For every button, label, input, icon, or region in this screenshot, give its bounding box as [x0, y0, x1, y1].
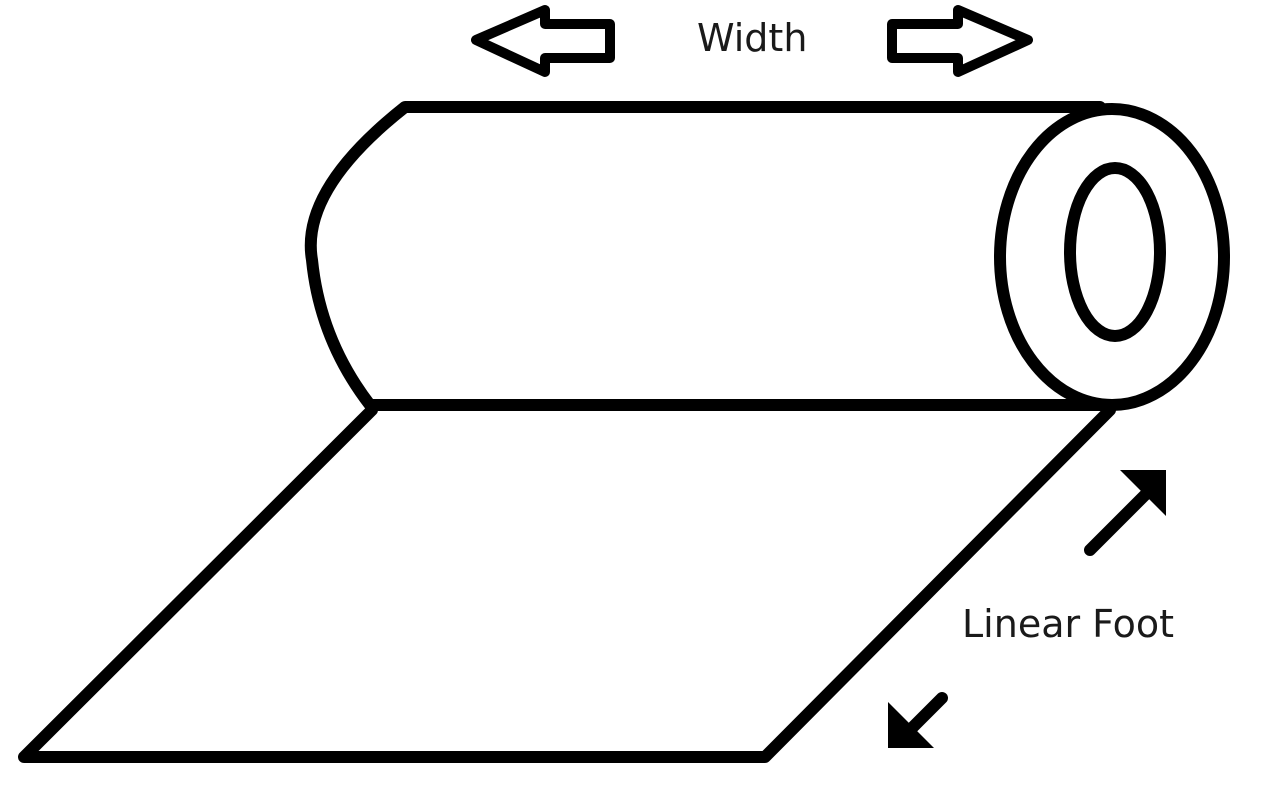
unrolled-sheet [18, 404, 1116, 763]
length-arrow-down-icon [888, 702, 934, 748]
width-label: Width [697, 16, 808, 60]
linear-foot-label: Linear Foot [962, 602, 1175, 646]
width-arrow-left-icon [471, 5, 615, 77]
length-arrow-up-icon [1120, 470, 1166, 516]
roll-body [304, 101, 1118, 411]
roll-core [1064, 162, 1166, 342]
roll-end-outer [994, 103, 1230, 411]
length-arrow-up-shaft [1084, 484, 1156, 556]
width-arrow-right-icon [887, 5, 1033, 77]
